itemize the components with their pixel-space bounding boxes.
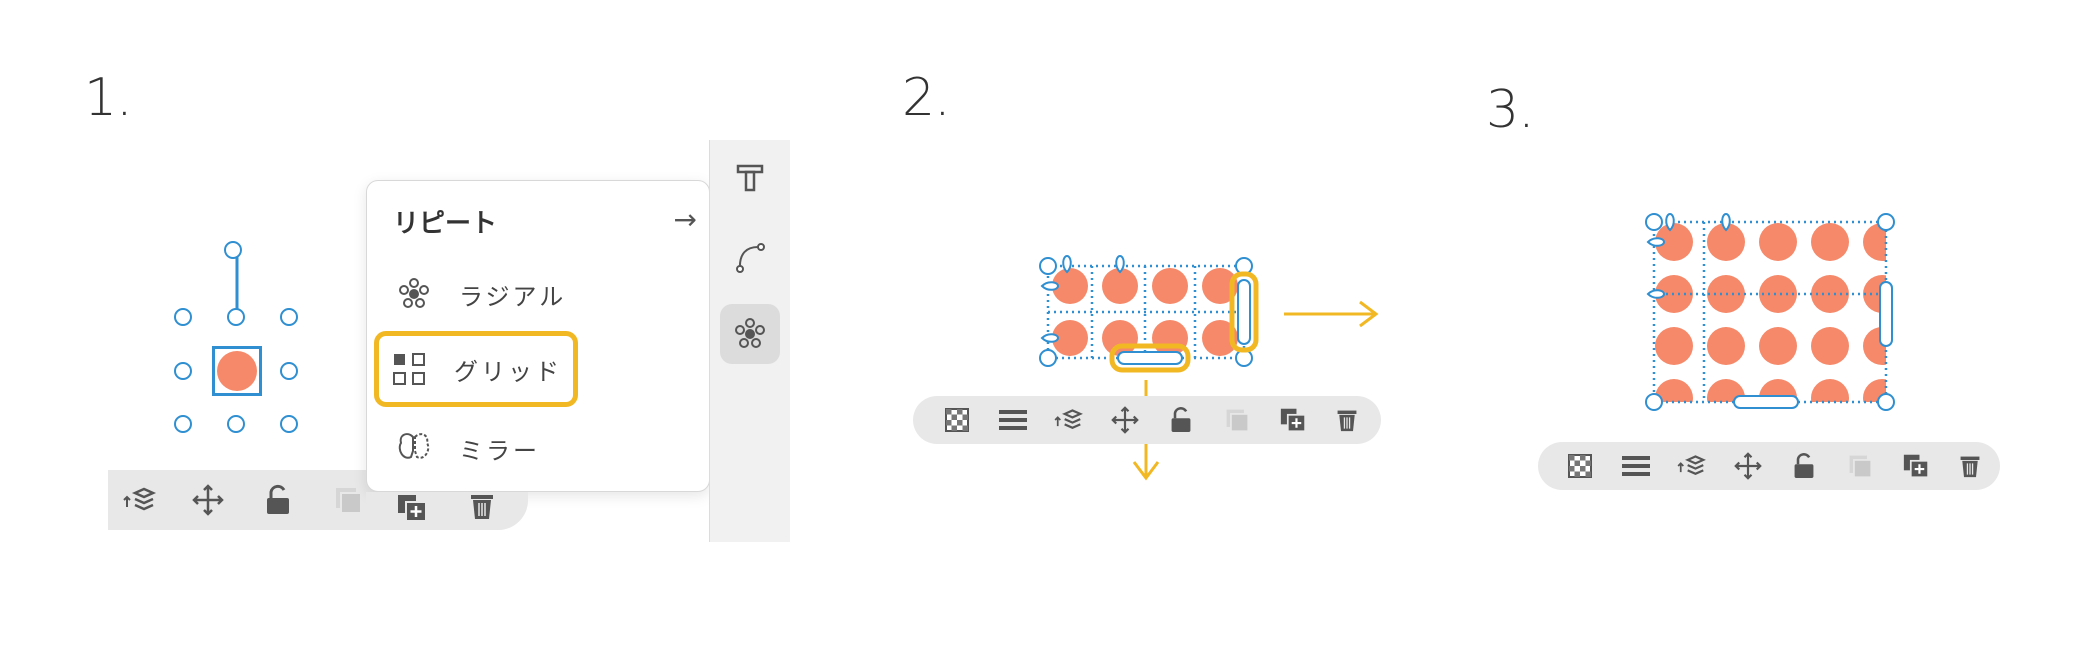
- arrange-layers-icon[interactable]: [1049, 400, 1089, 440]
- path-tool-icon: [736, 243, 765, 273]
- duplicate-disabled-icon: [1217, 400, 1257, 440]
- resize-handle-right[interactable]: [280, 362, 298, 380]
- menu-item-radial[interactable]: ラジアル: [377, 263, 697, 325]
- move-icon[interactable]: [1728, 446, 1768, 486]
- move-icon[interactable]: [186, 478, 230, 522]
- mirror-repeat-icon: [398, 433, 430, 459]
- trash-icon[interactable]: [1950, 446, 1990, 486]
- menu-item-radial-label: ラジアル: [459, 282, 567, 311]
- panel-3-canvas: [1645, 212, 1895, 411]
- resize-handle-top[interactable]: [227, 308, 245, 326]
- selection-rotation-line: [235, 250, 239, 318]
- repeat-tool-button[interactable]: [720, 304, 780, 364]
- resize-handle-top-left[interactable]: [174, 308, 192, 326]
- duplicate-disabled-icon: [1840, 446, 1880, 486]
- resize-handle-bottom[interactable]: [227, 415, 245, 433]
- repeat-menu-arrow-icon[interactable]: →: [673, 203, 697, 236]
- unlock-icon[interactable]: [1161, 400, 1201, 440]
- selected-shape-frame[interactable]: [212, 346, 262, 396]
- panel-2-canvas: [1039, 254, 1379, 481]
- arrange-layers-icon[interactable]: [118, 478, 162, 522]
- unlock-icon[interactable]: [1784, 446, 1824, 486]
- repeat-tool-icon: [735, 318, 765, 348]
- grid-repeat-icon: [393, 353, 425, 385]
- repeat-menu-title: リピート: [393, 209, 498, 239]
- move-icon[interactable]: [1105, 400, 1145, 440]
- trash-icon[interactable]: [1327, 400, 1367, 440]
- step-number-1: 1.: [84, 68, 133, 128]
- duplicate-add-icon[interactable]: [1273, 400, 1313, 440]
- repeated-dots-grid-2: [1052, 268, 1238, 356]
- align-icon[interactable]: [993, 400, 1033, 440]
- resize-handle-bottom-right[interactable]: [280, 415, 298, 433]
- radial-repeat-icon: [399, 278, 429, 308]
- path-tool-button[interactable]: [720, 226, 780, 286]
- text-tool-button[interactable]: [720, 148, 780, 208]
- transparency-icon[interactable]: [1560, 446, 1600, 486]
- resize-handle-bottom-left[interactable]: [174, 415, 192, 433]
- trash-icon[interactable]: [462, 486, 502, 526]
- duplicate-disabled-icon: [326, 478, 370, 522]
- step-number-2: 2.: [902, 68, 951, 128]
- unlock-icon[interactable]: [256, 478, 300, 522]
- rotation-handle[interactable]: [224, 241, 242, 259]
- text-tool-icon: [736, 164, 764, 192]
- resize-handle-top-right[interactable]: [280, 308, 298, 326]
- arrange-layers-icon[interactable]: [1672, 446, 1712, 486]
- duplicate-add-icon[interactable]: [392, 488, 432, 528]
- repeat-menu: リピート → ラジアル グリッド ミラー: [366, 180, 710, 492]
- object-toolbar-2: [913, 396, 1381, 444]
- object-toolbar-3: [1538, 442, 2000, 490]
- menu-item-grid-label: グリッド: [454, 357, 562, 386]
- align-icon[interactable]: [1616, 446, 1656, 486]
- menu-item-mirror[interactable]: ミラー: [377, 417, 697, 479]
- resize-handle-left[interactable]: [174, 362, 192, 380]
- side-tool-rail: [709, 140, 790, 542]
- menu-item-grid[interactable]: グリッド: [374, 331, 578, 407]
- orange-circle-shape[interactable]: [217, 351, 257, 391]
- transparency-icon[interactable]: [937, 400, 977, 440]
- menu-item-mirror-label: ミラー: [459, 436, 540, 465]
- duplicate-add-icon[interactable]: [1896, 446, 1936, 486]
- object-toolbar-1-right: [366, 492, 528, 530]
- repeated-dots-grid-3: [1655, 223, 1886, 402]
- step-number-3: 3.: [1486, 80, 1535, 140]
